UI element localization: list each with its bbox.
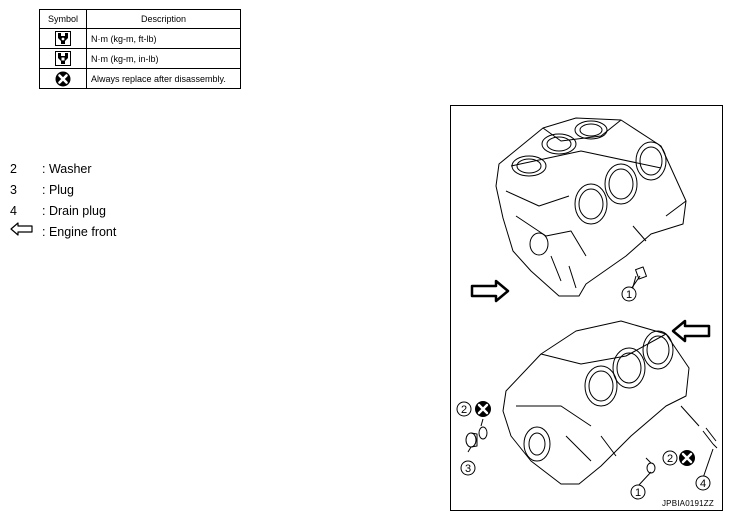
engine-front-arrow-icon: [470, 279, 510, 303]
callout-2-left: 2: [456, 401, 472, 417]
engine-block-illustration: 1 1 2 2 3 4: [456, 117, 718, 500]
legend-item: 4 : Drain plug: [10, 201, 116, 222]
svg-text:4: 4: [700, 478, 706, 490]
table-row: Always replace after disassembly.: [39, 68, 241, 89]
legend-label: : Plug: [42, 183, 74, 197]
svg-text:2: 2: [461, 404, 467, 416]
table-row: N·m (kg-m, in-lb): [39, 48, 241, 69]
always-replace-icon: [475, 401, 491, 417]
upper-engine-block: [495, 117, 687, 297]
description-cell: N·m (kg-m, ft-lb): [86, 28, 241, 49]
figure-code: JPBIA0191ZZ: [661, 499, 714, 508]
legend-key: 3: [10, 183, 17, 197]
svg-text:3: 3: [465, 463, 471, 475]
legend-item: 3 : Plug: [10, 180, 116, 201]
callout-4: 4: [695, 475, 711, 491]
callout-2-right: 2: [662, 450, 678, 466]
callout-1-upper: 1: [621, 286, 637, 302]
legend-key: 2: [10, 162, 17, 176]
table-row: N·m (kg-m, ft-lb): [39, 28, 241, 49]
legend-label: : Washer: [42, 162, 92, 176]
description-cell: Always replace after disassembly.: [86, 68, 241, 89]
svg-text:1: 1: [635, 487, 641, 499]
engine-block-figure: 1 1 2 2 3 4: [450, 105, 723, 511]
legend: 2 : Washer 3 : Plug 4 : Drain plug : Eng…: [10, 159, 116, 243]
engine-front-arrow-icon: [671, 319, 711, 343]
callout-1-lower: 1: [630, 484, 646, 500]
legend-label: : Drain plug: [42, 204, 106, 218]
svg-text:1: 1: [626, 289, 632, 301]
legend-item: 2 : Washer: [10, 159, 116, 180]
svg-text:2: 2: [667, 453, 673, 465]
callout-3: 3: [460, 460, 476, 476]
symbol-header: Symbol: [39, 9, 87, 29]
always-replace-icon: [55, 71, 71, 86]
arrow-left-outline-icon: [10, 222, 33, 236]
legend-label: : Engine front: [42, 225, 117, 239]
symbol-table: Symbol Description N·m (kg-m, ft-lb) N·m…: [39, 9, 241, 89]
description-cell: N·m (kg-m, in-lb): [86, 48, 241, 69]
legend-key: 4: [10, 204, 17, 218]
torque-wrench-ftlb-icon: [55, 31, 71, 46]
legend-item: : Engine front: [10, 222, 116, 243]
torque-wrench-inlb-icon: [55, 51, 71, 66]
description-header: Description: [86, 9, 241, 29]
always-replace-icon: [679, 450, 695, 466]
lower-engine-block: [465, 320, 718, 485]
